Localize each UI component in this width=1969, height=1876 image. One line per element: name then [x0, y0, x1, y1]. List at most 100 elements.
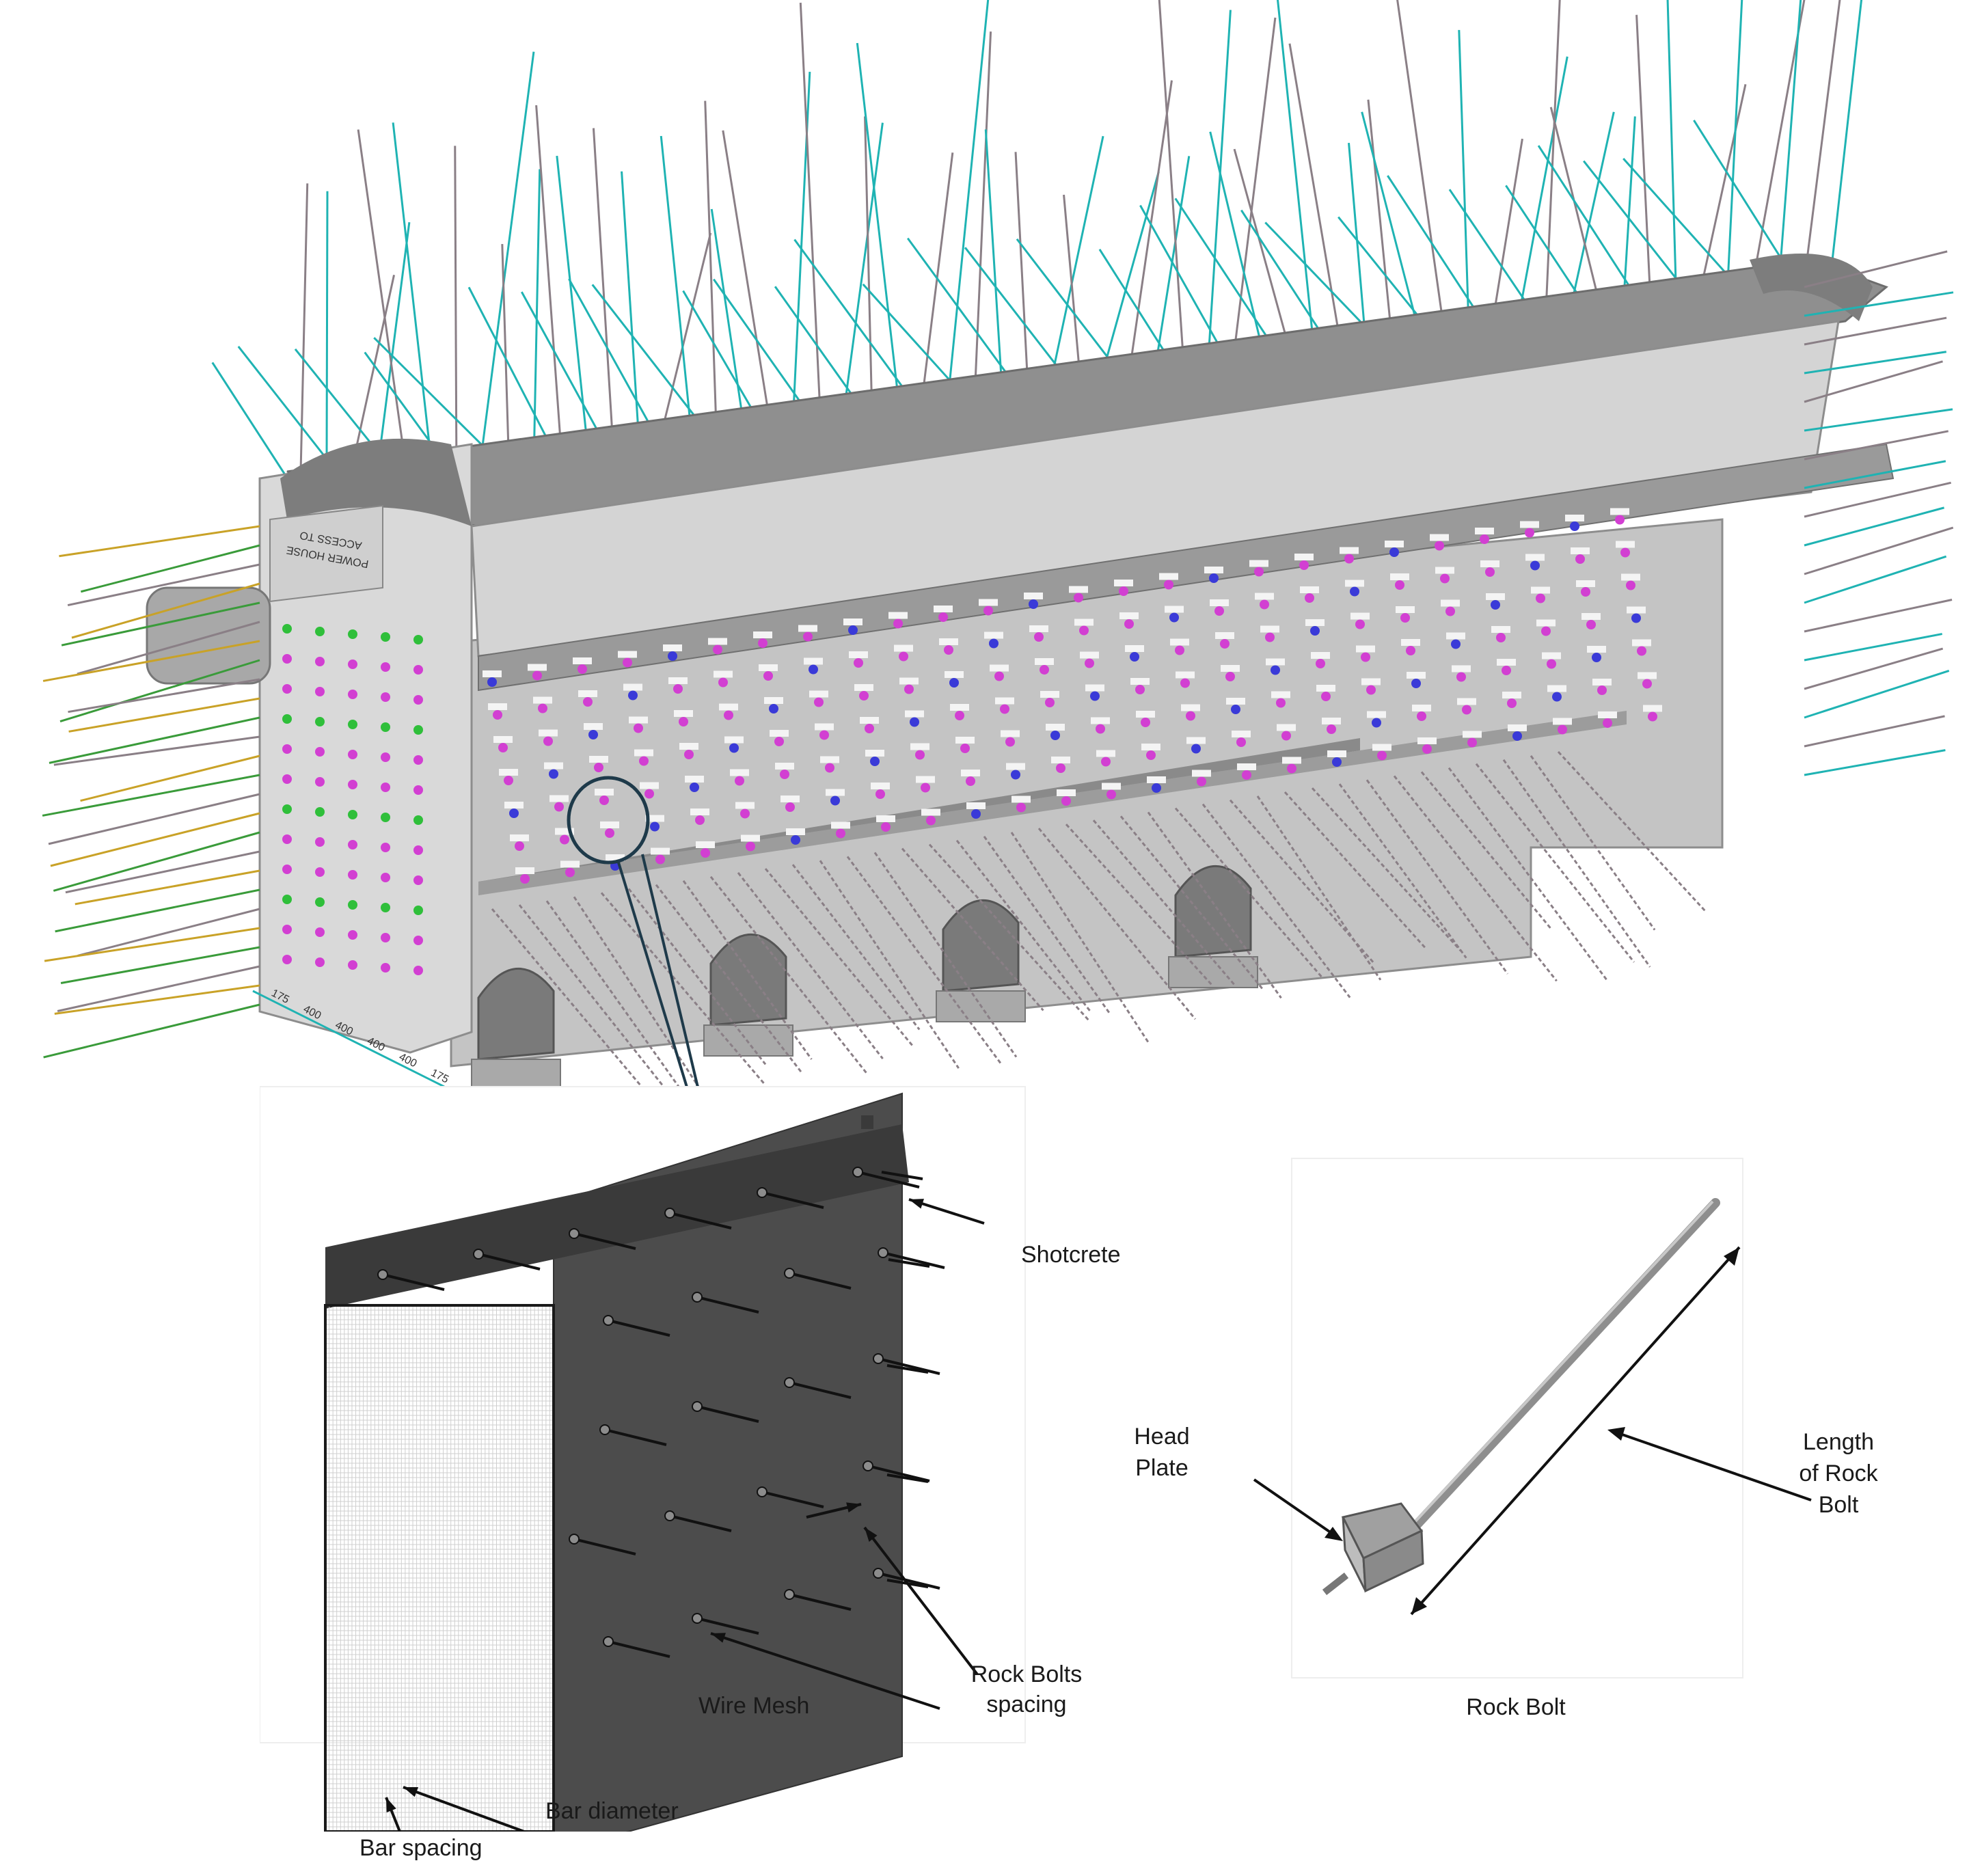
bolt-tag — [714, 670, 733, 678]
end-bolt-marker — [413, 635, 423, 644]
end-bolt-marker — [413, 936, 423, 945]
bolt-tag — [1401, 639, 1420, 646]
label-rock-bolts-spacing-1: Rock Bolts — [970, 1661, 1083, 1687]
bolt-marker — [1620, 547, 1630, 558]
rock-bolts-spacing-leader-head — [865, 1527, 878, 1542]
bolt-tag — [894, 644, 913, 652]
lower-anchor — [983, 835, 1111, 1014]
bolt-marker — [1085, 658, 1094, 668]
end-bolt-marker — [282, 895, 292, 904]
end-bolt-marker — [348, 900, 357, 910]
lower-anchor — [791, 864, 921, 1031]
bolt-marker — [1130, 652, 1139, 662]
bolt-marker — [819, 730, 829, 740]
roof-anchor — [377, 222, 411, 461]
bolt-marker — [1164, 580, 1173, 590]
left-anchor — [60, 946, 260, 985]
bolt-tag — [979, 599, 998, 606]
lower-anchor — [764, 868, 914, 1048]
bolt-tag — [1616, 541, 1635, 548]
bolt-tag — [1475, 528, 1494, 534]
roof-anchor — [1700, 84, 1747, 284]
bolt-marker — [1411, 679, 1421, 688]
end-bolt-marker — [315, 957, 325, 967]
bolt-tag — [1102, 783, 1121, 790]
end-bolt-marker — [282, 834, 292, 844]
bolt-marker — [865, 724, 874, 733]
bolt-tag — [634, 749, 653, 757]
panel-edge-rod — [881, 1171, 923, 1180]
bolt-tag — [843, 618, 863, 625]
bolt-tag — [1542, 652, 1561, 660]
right-anchor — [1804, 506, 1944, 547]
panel-bolt-head — [603, 1315, 614, 1326]
bolt-tag — [753, 631, 772, 638]
roof-anchor — [501, 244, 510, 444]
bolt-tag — [645, 815, 664, 822]
dimension-label: 400 — [397, 1051, 419, 1070]
bolt-tag — [1011, 796, 1031, 803]
left-ledge — [269, 504, 383, 603]
end-bolt-marker — [381, 903, 390, 912]
bolt-tag — [860, 717, 879, 724]
bolt-tag — [668, 677, 688, 684]
bolt-marker — [1389, 547, 1399, 557]
bolt-marker — [1254, 567, 1264, 577]
bolt-marker — [921, 783, 930, 793]
bolt-marker — [769, 704, 778, 713]
bolt-marker — [1011, 770, 1020, 780]
bolt-marker — [1552, 692, 1562, 702]
roof-anchor — [1545, 0, 1561, 305]
bolt-marker — [1141, 718, 1150, 727]
bolt-tag — [1491, 626, 1510, 633]
right-anchor — [1804, 408, 1953, 432]
length-arrow-top — [1724, 1247, 1739, 1266]
bolt-marker — [1456, 672, 1466, 682]
left-anchor — [54, 984, 260, 1015]
bolt-marker — [1332, 757, 1342, 767]
bolt-tag — [1237, 763, 1256, 770]
bolt-tag — [488, 703, 507, 710]
roof-anchor — [864, 116, 873, 396]
bolt-tag — [735, 802, 755, 809]
bolt-marker — [830, 796, 840, 806]
bolt-marker — [1547, 659, 1556, 669]
end-bolt-marker — [348, 870, 357, 880]
roof-anchor — [533, 169, 541, 441]
right-anchor — [1804, 715, 1945, 748]
bolt-tag — [990, 664, 1009, 672]
roof-anchor — [357, 129, 406, 458]
rock-bolt-markers — [483, 508, 1662, 884]
roof-anchor — [1571, 111, 1615, 302]
left-anchor — [57, 965, 260, 1012]
left-anchor — [68, 697, 260, 733]
panel-bolt-head — [873, 1568, 884, 1579]
lower-anchor — [1502, 759, 1651, 968]
end-bolt-marker — [413, 906, 423, 915]
bolt-marker — [623, 657, 632, 668]
left-anchor — [77, 908, 260, 957]
bolt-marker — [1507, 698, 1517, 708]
end-bolt-marker — [282, 654, 292, 664]
roof-anchor — [1052, 135, 1104, 371]
end-bolt-marker — [381, 752, 390, 762]
bolt-marker — [1034, 632, 1044, 642]
bolt-tag — [1260, 625, 1279, 633]
wire-mesh-layer — [324, 1304, 555, 1832]
bolt-marker — [549, 769, 558, 779]
roof-anchor — [1778, 0, 1802, 274]
panel-rock-bolt — [382, 1273, 445, 1291]
end-bolt-marker — [282, 684, 292, 694]
bolt-marker — [848, 625, 858, 635]
roof-anchor — [1063, 194, 1081, 368]
bolt-marker — [1637, 646, 1646, 656]
bolt-tag — [1480, 560, 1499, 567]
bolt-marker — [758, 638, 768, 648]
panel-rock-bolt — [604, 1428, 667, 1446]
panel-bolt-head — [784, 1377, 795, 1388]
head-plate-leader — [1253, 1478, 1340, 1539]
bolt-tag — [1074, 618, 1094, 626]
bolt-marker — [1512, 731, 1522, 741]
